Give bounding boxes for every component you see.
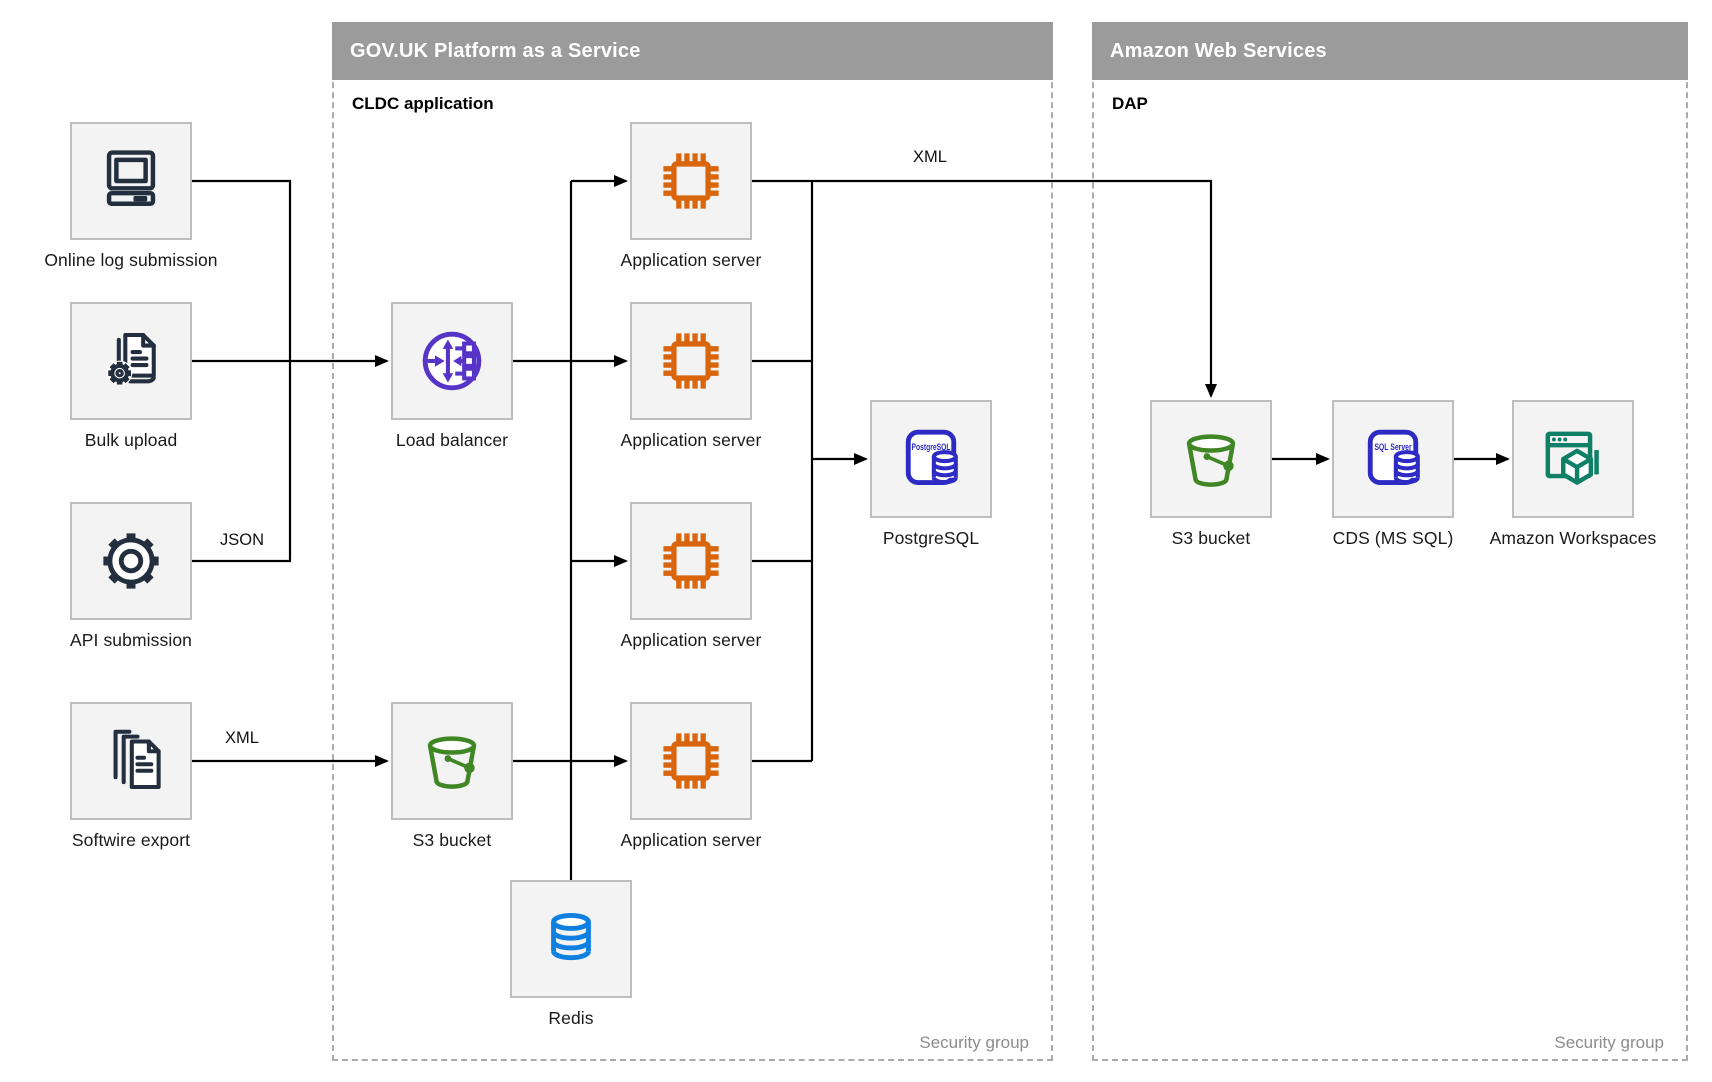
document-gear-icon [107,332,156,386]
node-bulk-upload [70,302,192,420]
paas-header: GOV.UK Platform as a Service [332,22,1053,80]
s3-bucket-icon [1186,434,1236,487]
node-app-server-4 [630,702,752,820]
desktop-computer-icon [106,150,156,206]
load-balancer-icon [422,331,482,391]
node-label: Softwire export [71,830,191,850]
node-label: S3 bucket [1171,528,1251,548]
node-label: CDS (MS SQL) [1332,528,1454,548]
aws-sublabel: DAP [1112,94,1148,113]
chip-icon [663,153,719,209]
node-api-submission [70,502,192,620]
node-label: API submission [69,630,192,650]
database-cylinder-icon [551,913,591,961]
node-label: S3 bucket [412,830,492,850]
node-label: Application server [620,430,762,450]
edge-label-json: JSON [219,531,264,549]
node-softwire-export [70,702,192,820]
paas-sublabel: CLDC application [352,94,494,113]
browser-cube-icon [1545,431,1599,485]
sql-server-badge-text: SQL Server [1374,442,1412,452]
container-aws: Amazon Web Services DAP Security group [1092,22,1688,1061]
postgresql-database-icon: PostgreSQL [905,429,958,485]
postgresql-badge-text: PostgreSQL [912,442,951,452]
node-online-log-submission [70,122,192,240]
node-s3-bucket-aws [1150,400,1272,518]
node-label: Amazon Workspaces [1489,528,1657,548]
container-paas: GOV.UK Platform as a Service CLDC applic… [332,22,1053,1061]
node-label: Redis [548,1008,594,1028]
node-label: Application server [620,830,762,850]
node-cds-ms-sql: SQL Server [1332,400,1454,518]
aws-header: Amazon Web Services [1092,22,1688,80]
node-label: Application server [620,250,762,270]
chip-icon [663,333,719,389]
edge-label-xml-softwire: XML [225,729,259,747]
node-app-server-2 [630,302,752,420]
node-redis [510,880,632,998]
node-amazon-workspaces [1512,400,1634,518]
chip-icon [663,533,719,589]
paas-security-group-label: Security group [919,1033,1029,1052]
node-label: Application server [620,630,762,650]
node-label: Bulk upload [84,430,178,450]
node-label: Load balancer [395,430,509,450]
edge-label-xml-aws: XML [913,148,947,166]
aws-title: Amazon Web Services [1110,40,1327,62]
node-load-balancer [391,302,513,420]
sql-server-database-icon: SQL Server [1367,429,1420,485]
node-label: PostgreSQL [882,528,980,548]
node-s3-bucket-paas [391,702,513,820]
s3-bucket-icon [427,736,477,789]
node-postgresql: PostgreSQL [870,400,992,518]
node-label: Online log submission [44,250,218,270]
paas-title: GOV.UK Platform as a Service [350,40,641,62]
node-app-server-3 [630,502,752,620]
documents-stack-icon [113,729,161,790]
chip-icon [663,733,719,789]
aws-security-group-label: Security group [1554,1033,1664,1052]
node-app-server-1 [630,122,752,240]
gear-icon [103,533,159,589]
